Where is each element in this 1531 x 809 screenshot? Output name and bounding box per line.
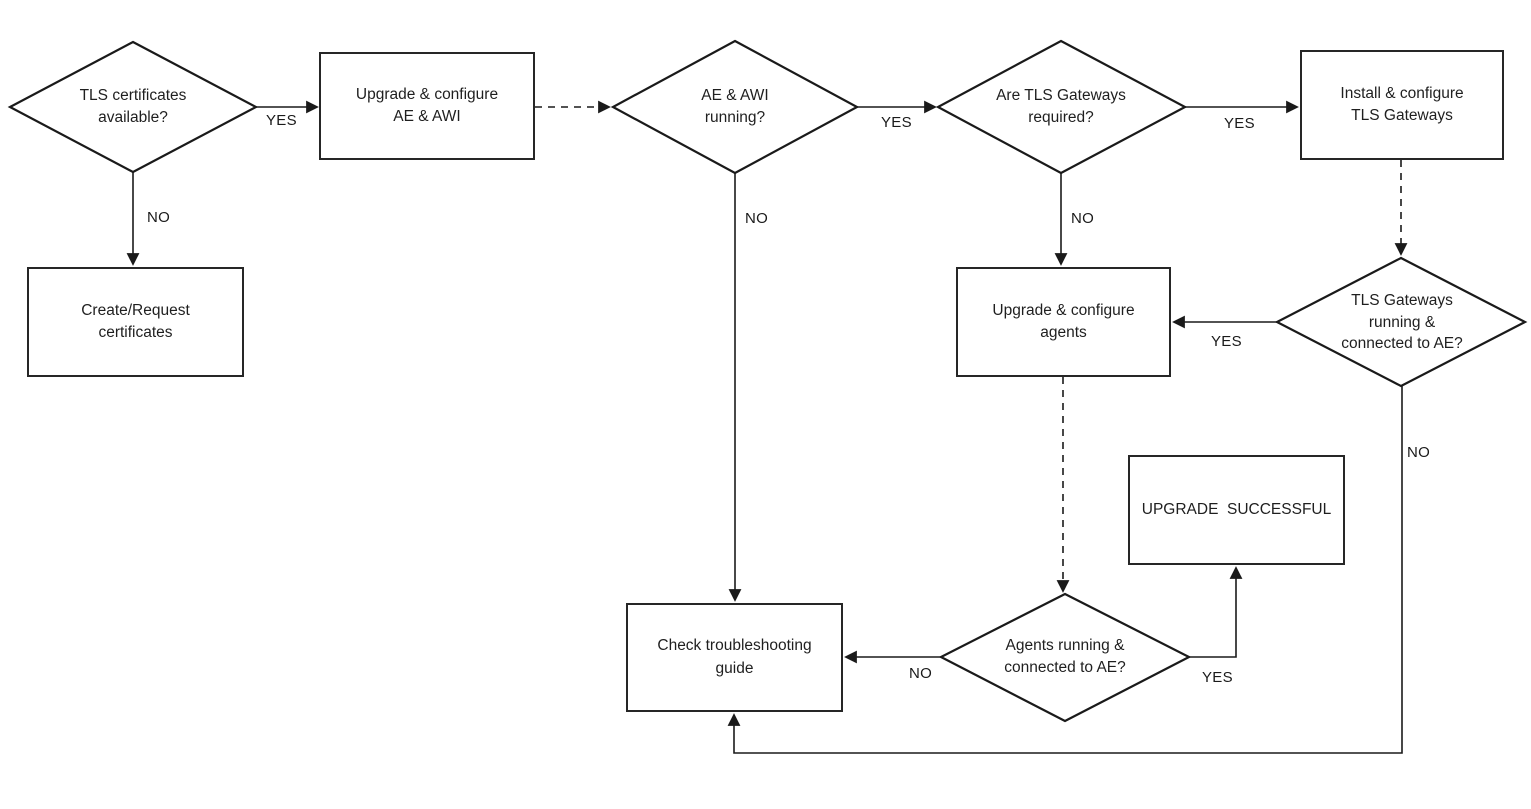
decision-tls-certs-available-shape — [7, 40, 259, 174]
node-upgrade-agents: Upgrade & configure agents — [956, 267, 1171, 377]
node-check-troubleshooting-label: Check troubleshooting guide — [657, 637, 812, 677]
node-upgrade-agents-label: Upgrade & configure agents — [992, 301, 1135, 341]
node-check-troubleshooting: Check troubleshooting guide — [626, 603, 843, 712]
edge-label-gw-running-yes: YES — [1211, 333, 1242, 350]
edge-label-ae-awi-no: NO — [745, 210, 769, 227]
decision-tls-gw-running-shape — [1274, 256, 1528, 388]
decision-ae-awi-running-shape — [610, 39, 860, 175]
edge-label-gw-running-no: NO — [1407, 444, 1431, 461]
edge-agents-yes — [1189, 566, 1243, 658]
edge-label-certs-no: NO — [147, 209, 171, 226]
node-upgrade-ae-awi-label: Upgrade & configure AE & AWI — [355, 85, 499, 125]
edge-label-gw-required-no: NO — [1071, 210, 1095, 227]
node-create-certs-label: Create/Request certificates — [81, 301, 190, 341]
edge-label-gw-required-yes: YES — [1224, 115, 1255, 132]
node-upgrade-ae-awi: Upgrade & configure AE & AWI — [319, 52, 535, 160]
node-install-tls-gw: Install & configure TLS Gateways — [1300, 50, 1504, 160]
edge-gw-running-no — [727, 386, 1403, 754]
node-upgrade-successful-label: UPGRADE SUCCESSFUL — [1141, 500, 1332, 518]
edge-label-agents-yes: YES — [1202, 669, 1233, 686]
node-install-tls-gw-label: Install & configure TLS Gateways — [1340, 84, 1464, 124]
decision-agents-running-shape — [938, 592, 1192, 723]
decision-tls-gw-required-shape — [935, 39, 1188, 175]
node-create-certs: Create/Request certificates — [27, 267, 244, 377]
edge-label-ae-awi-yes: YES — [881, 114, 912, 131]
edge-label-agents-no: NO — [909, 665, 933, 682]
edge-label-certs-yes: YES — [266, 112, 297, 129]
node-upgrade-successful: UPGRADE SUCCESSFUL — [1128, 455, 1345, 565]
